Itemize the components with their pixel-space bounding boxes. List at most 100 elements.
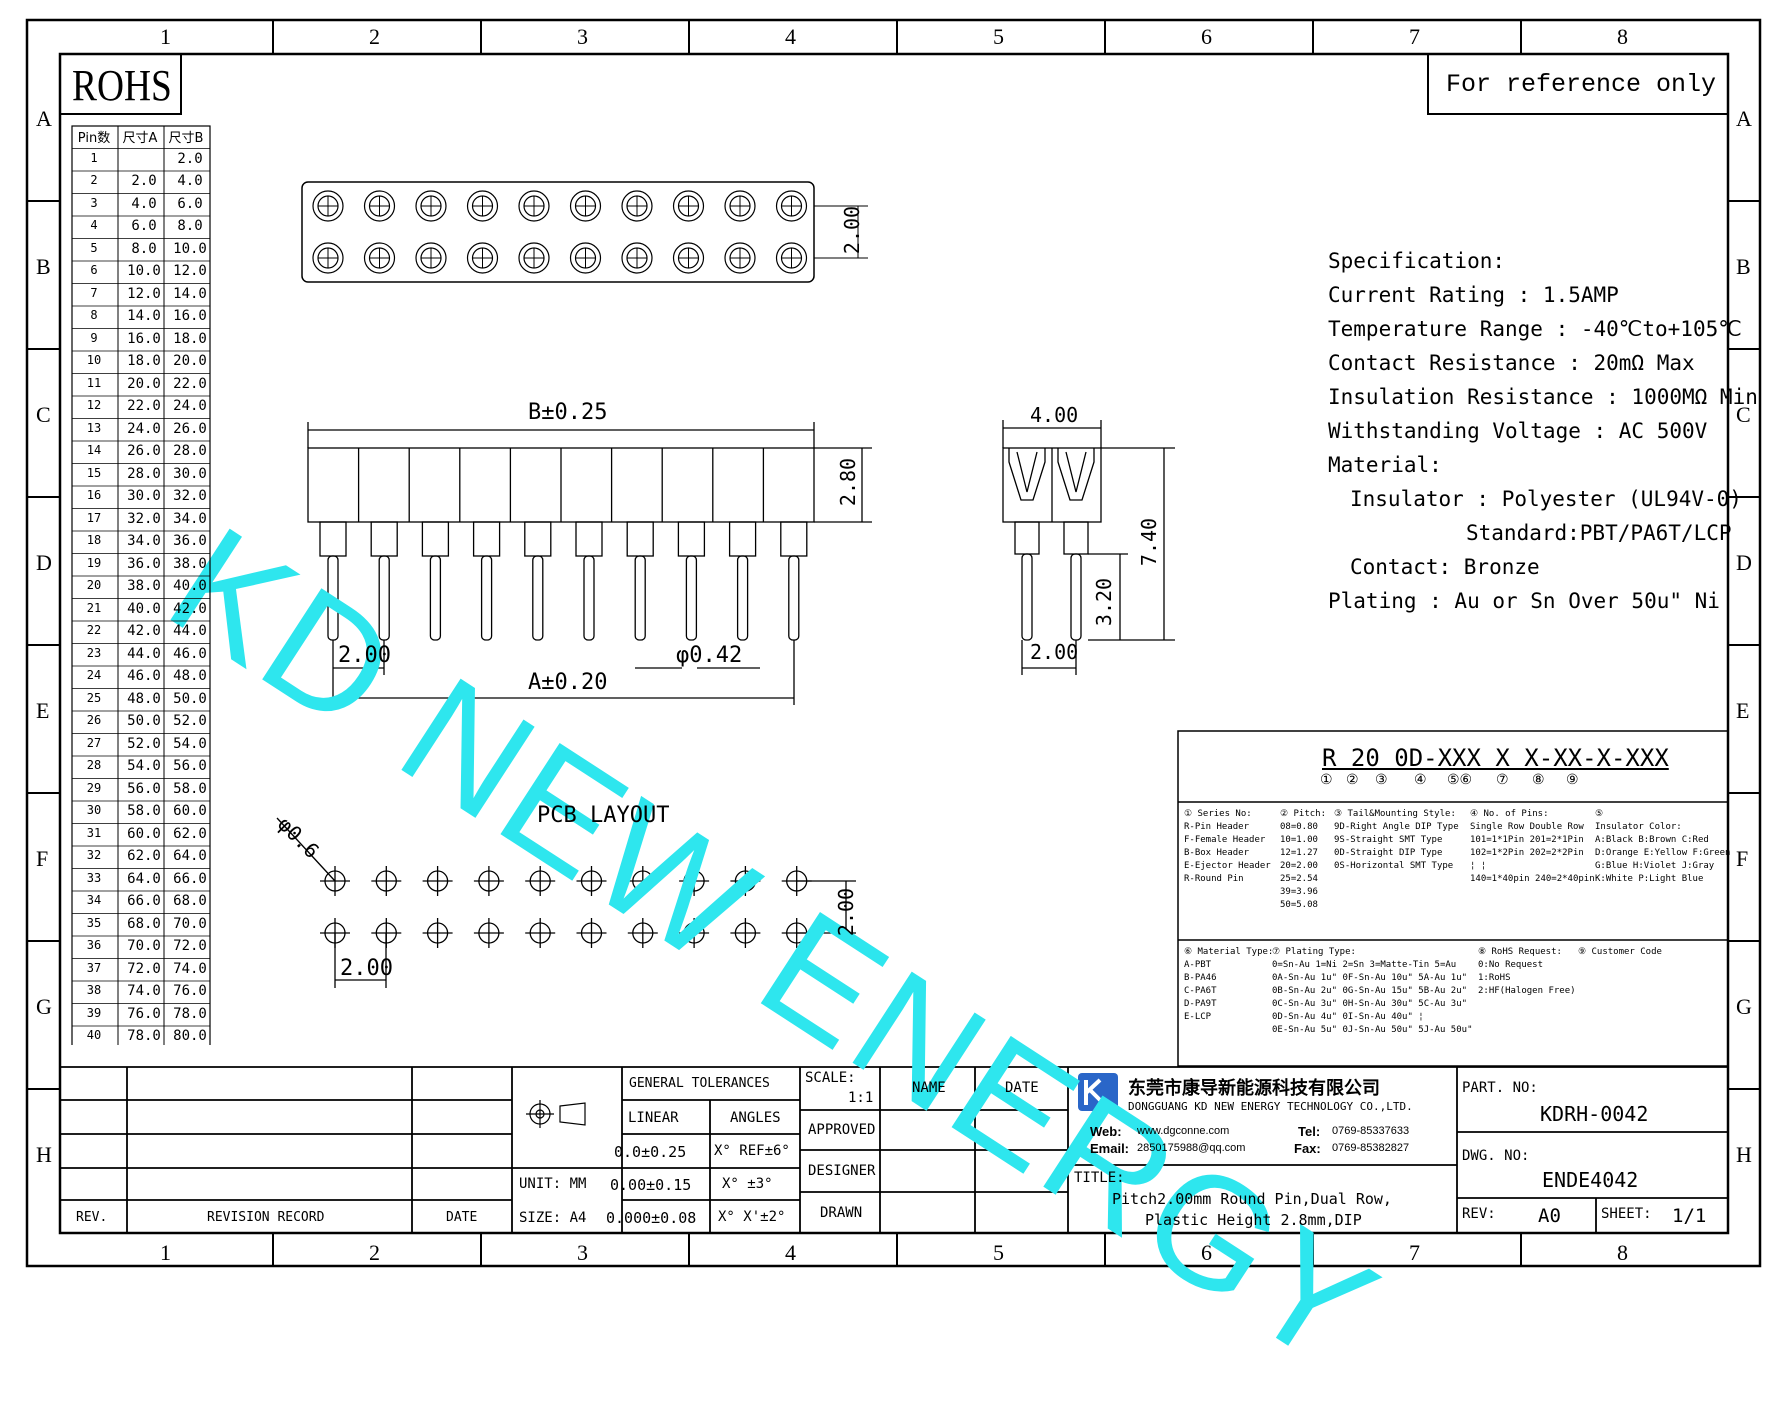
pin-table-cell: 4 — [90, 218, 98, 232]
pin-table-cell: 17 — [86, 510, 102, 525]
grid-col-label: 4 — [785, 24, 796, 49]
pin-table-cell: 48.0 — [127, 690, 161, 707]
part-code-c1-line: ① Series No: — [1184, 809, 1252, 819]
spec-material: Material: — [1328, 453, 1442, 477]
pin-table-cell: 74.0 — [127, 983, 161, 999]
spec-insulation: Insulation Resistance : 1000MΩ Min — [1328, 385, 1758, 409]
title-line-1: Pitch2.00mm Round Pin,Dual Row, — [1112, 1190, 1392, 1208]
company-name-en: DONGGUANG KD NEW ENERGY TECHNOLOGY CO.,L… — [1128, 1100, 1413, 1113]
part-code-c3-line: ③ Tail&Mounting Style: — [1334, 809, 1456, 819]
pin-table-cell: 30.0 — [173, 465, 207, 482]
pin-table-cell: 58.0 — [127, 803, 161, 819]
part-code-mark: ⑦ — [1496, 773, 1509, 788]
grid-col-label: 5 — [993, 1240, 1004, 1265]
pin-table-cell: 22.0 — [127, 398, 161, 414]
part-code-c7-line: 0B-Sn-Au 2u" 0G-Sn-Au 15u" 5B-Au 2u" — [1272, 986, 1468, 996]
pin-table-cell: 4.0 — [177, 173, 203, 189]
pin-table-cell: 11 — [86, 375, 102, 390]
grid-row-label: G — [1736, 994, 1752, 1019]
pin-table-cell: 2 — [90, 173, 98, 187]
part-code-c2-line: 20=2.00 — [1280, 861, 1318, 871]
pin-table-cell: 36 — [86, 938, 102, 952]
pin-table-cell: 50.0 — [173, 690, 207, 707]
pin-table-cell: 64.0 — [127, 870, 161, 887]
part-code-c8-line: ⑧ RoHS Request: — [1478, 947, 1562, 957]
pin-table-cell: 26.0 — [173, 420, 207, 437]
general-tolerances: GENERAL TOLERANCES — [629, 1076, 770, 1091]
spec-contact-resistance: Contact Resistance : 20mΩ Max — [1328, 351, 1695, 375]
pin-table-cell: 62.0 — [127, 848, 161, 864]
pin-table-cell: 14.0 — [127, 308, 161, 324]
pin-table-cell: 20.0 — [173, 353, 207, 369]
grid-row-label: B — [36, 254, 51, 279]
pin-table-cell: 38 — [86, 983, 102, 997]
pin-table-cell: 33 — [86, 870, 102, 885]
pin-table-grid — [71, 125, 211, 1045]
spec-voltage: Withstanding Voltage : AC 500V — [1328, 419, 1708, 443]
part-code-c4-line: Single Row Double Row — [1470, 822, 1584, 832]
grid-row-label: F — [36, 846, 49, 871]
pin-table-cell: 74.0 — [173, 960, 207, 977]
pin-table-cell: 10.0 — [173, 240, 207, 257]
pin-table-cell: 40.0 — [127, 600, 161, 617]
pin-table-cell: 20.0 — [127, 375, 161, 392]
pin-table-cell: 30.0 — [127, 488, 161, 504]
scale-label: SCALE: — [805, 1070, 856, 1086]
dim-pcb-pitch-h: 2.00 — [340, 956, 393, 981]
pin-table-cell: 8.0 — [131, 240, 157, 257]
pin-table-cell: 6 — [90, 263, 98, 277]
part-code-mark: ⑧ — [1532, 773, 1545, 788]
part-no-label: PART. NO: — [1462, 1080, 1538, 1096]
pin-table-cell: 5 — [90, 240, 98, 255]
pin-table-cell: 38.0 — [173, 555, 207, 572]
pin-table-cell: 38.0 — [127, 578, 161, 594]
grid-col-label: 3 — [577, 1240, 588, 1265]
part-code-c7-line: 0=Sn-Au 1=Ni 2=Sn 3=Matte-Tin 5=Au — [1272, 960, 1457, 970]
pin-table-cell: 80.0 — [173, 1028, 207, 1044]
pin-table-header: Pin数 — [77, 131, 111, 146]
pin-table-cell: 28.0 — [173, 443, 207, 459]
company-name-cn: 东莞市康导新能源科技有限公司 — [1128, 1078, 1380, 1099]
tel-value: 0769-85337633 — [1332, 1125, 1410, 1137]
part-code-c1-line: B-Box Header — [1184, 848, 1250, 858]
part-code-c3-line: 0D-Straight DIP Type — [1334, 848, 1443, 858]
dim-side-pitch: 2.00 — [1030, 640, 1079, 664]
part-code-c2-line: 12=1.27 — [1280, 848, 1318, 858]
part-code-c5-line: A:Black B:Brown C:Red — [1595, 835, 1709, 845]
grid-row-label: E — [1736, 698, 1750, 723]
pin-table-cell: 6.0 — [177, 195, 203, 212]
name-header: NAME — [912, 1080, 946, 1096]
part-code-c7-line: 0D-Sn-Au 4u" 0I-Sn-Au 40u" ¦ — [1272, 1012, 1424, 1022]
drawing-frame — [25, 18, 1762, 1268]
grid-col-label: 2 — [369, 24, 380, 49]
part-code-c1-line: R-Pin Header — [1184, 822, 1250, 832]
title-line-2: Plastic Height 2.8mm,DIP — [1145, 1211, 1362, 1229]
fax-label: Fax: — [1294, 1141, 1321, 1156]
part-code-mark: ⑤⑥ — [1447, 773, 1473, 788]
pin-table-cell: 50.0 — [127, 713, 161, 729]
pin-table-cell: 12.0 — [173, 263, 207, 279]
spec-plating: Plating : Au or Sn Over 50u" Ni — [1328, 589, 1720, 613]
pin-table-cell: 25 — [86, 690, 102, 705]
approved-label: APPROVED — [808, 1122, 876, 1138]
grid-col-label: 6 — [1201, 1240, 1212, 1265]
part-code-c6-line: ⑥ Material Type: — [1184, 947, 1274, 957]
pin-table-cell: 76.0 — [173, 983, 207, 999]
pin-table-cell: 8.0 — [177, 218, 203, 234]
spec-insulator: Insulator : Polyester (UL94V-0) — [1350, 487, 1742, 511]
pin-table-cell: 28.0 — [127, 465, 161, 482]
part-code-c4-line: 140=1*40pin 240=2*40pin — [1470, 874, 1595, 884]
grid-row-label: C — [1736, 402, 1751, 427]
pin-table-cell: 44.0 — [173, 623, 207, 639]
pin-table-cell: 14 — [86, 443, 102, 457]
scale-value: 1:1 — [848, 1090, 874, 1106]
pin-table-cell: 23 — [86, 645, 102, 660]
spec-contact: Contact: Bronze — [1350, 555, 1540, 579]
kd-logo-icon — [1078, 1073, 1118, 1111]
part-code-mark: ③ — [1375, 773, 1388, 788]
grid-row-label: F — [1736, 846, 1749, 871]
grid-col-label: 8 — [1617, 1240, 1628, 1265]
part-code-c6-line: D-PA9T — [1184, 999, 1217, 1009]
pin-table-cell: 10.0 — [127, 263, 161, 279]
